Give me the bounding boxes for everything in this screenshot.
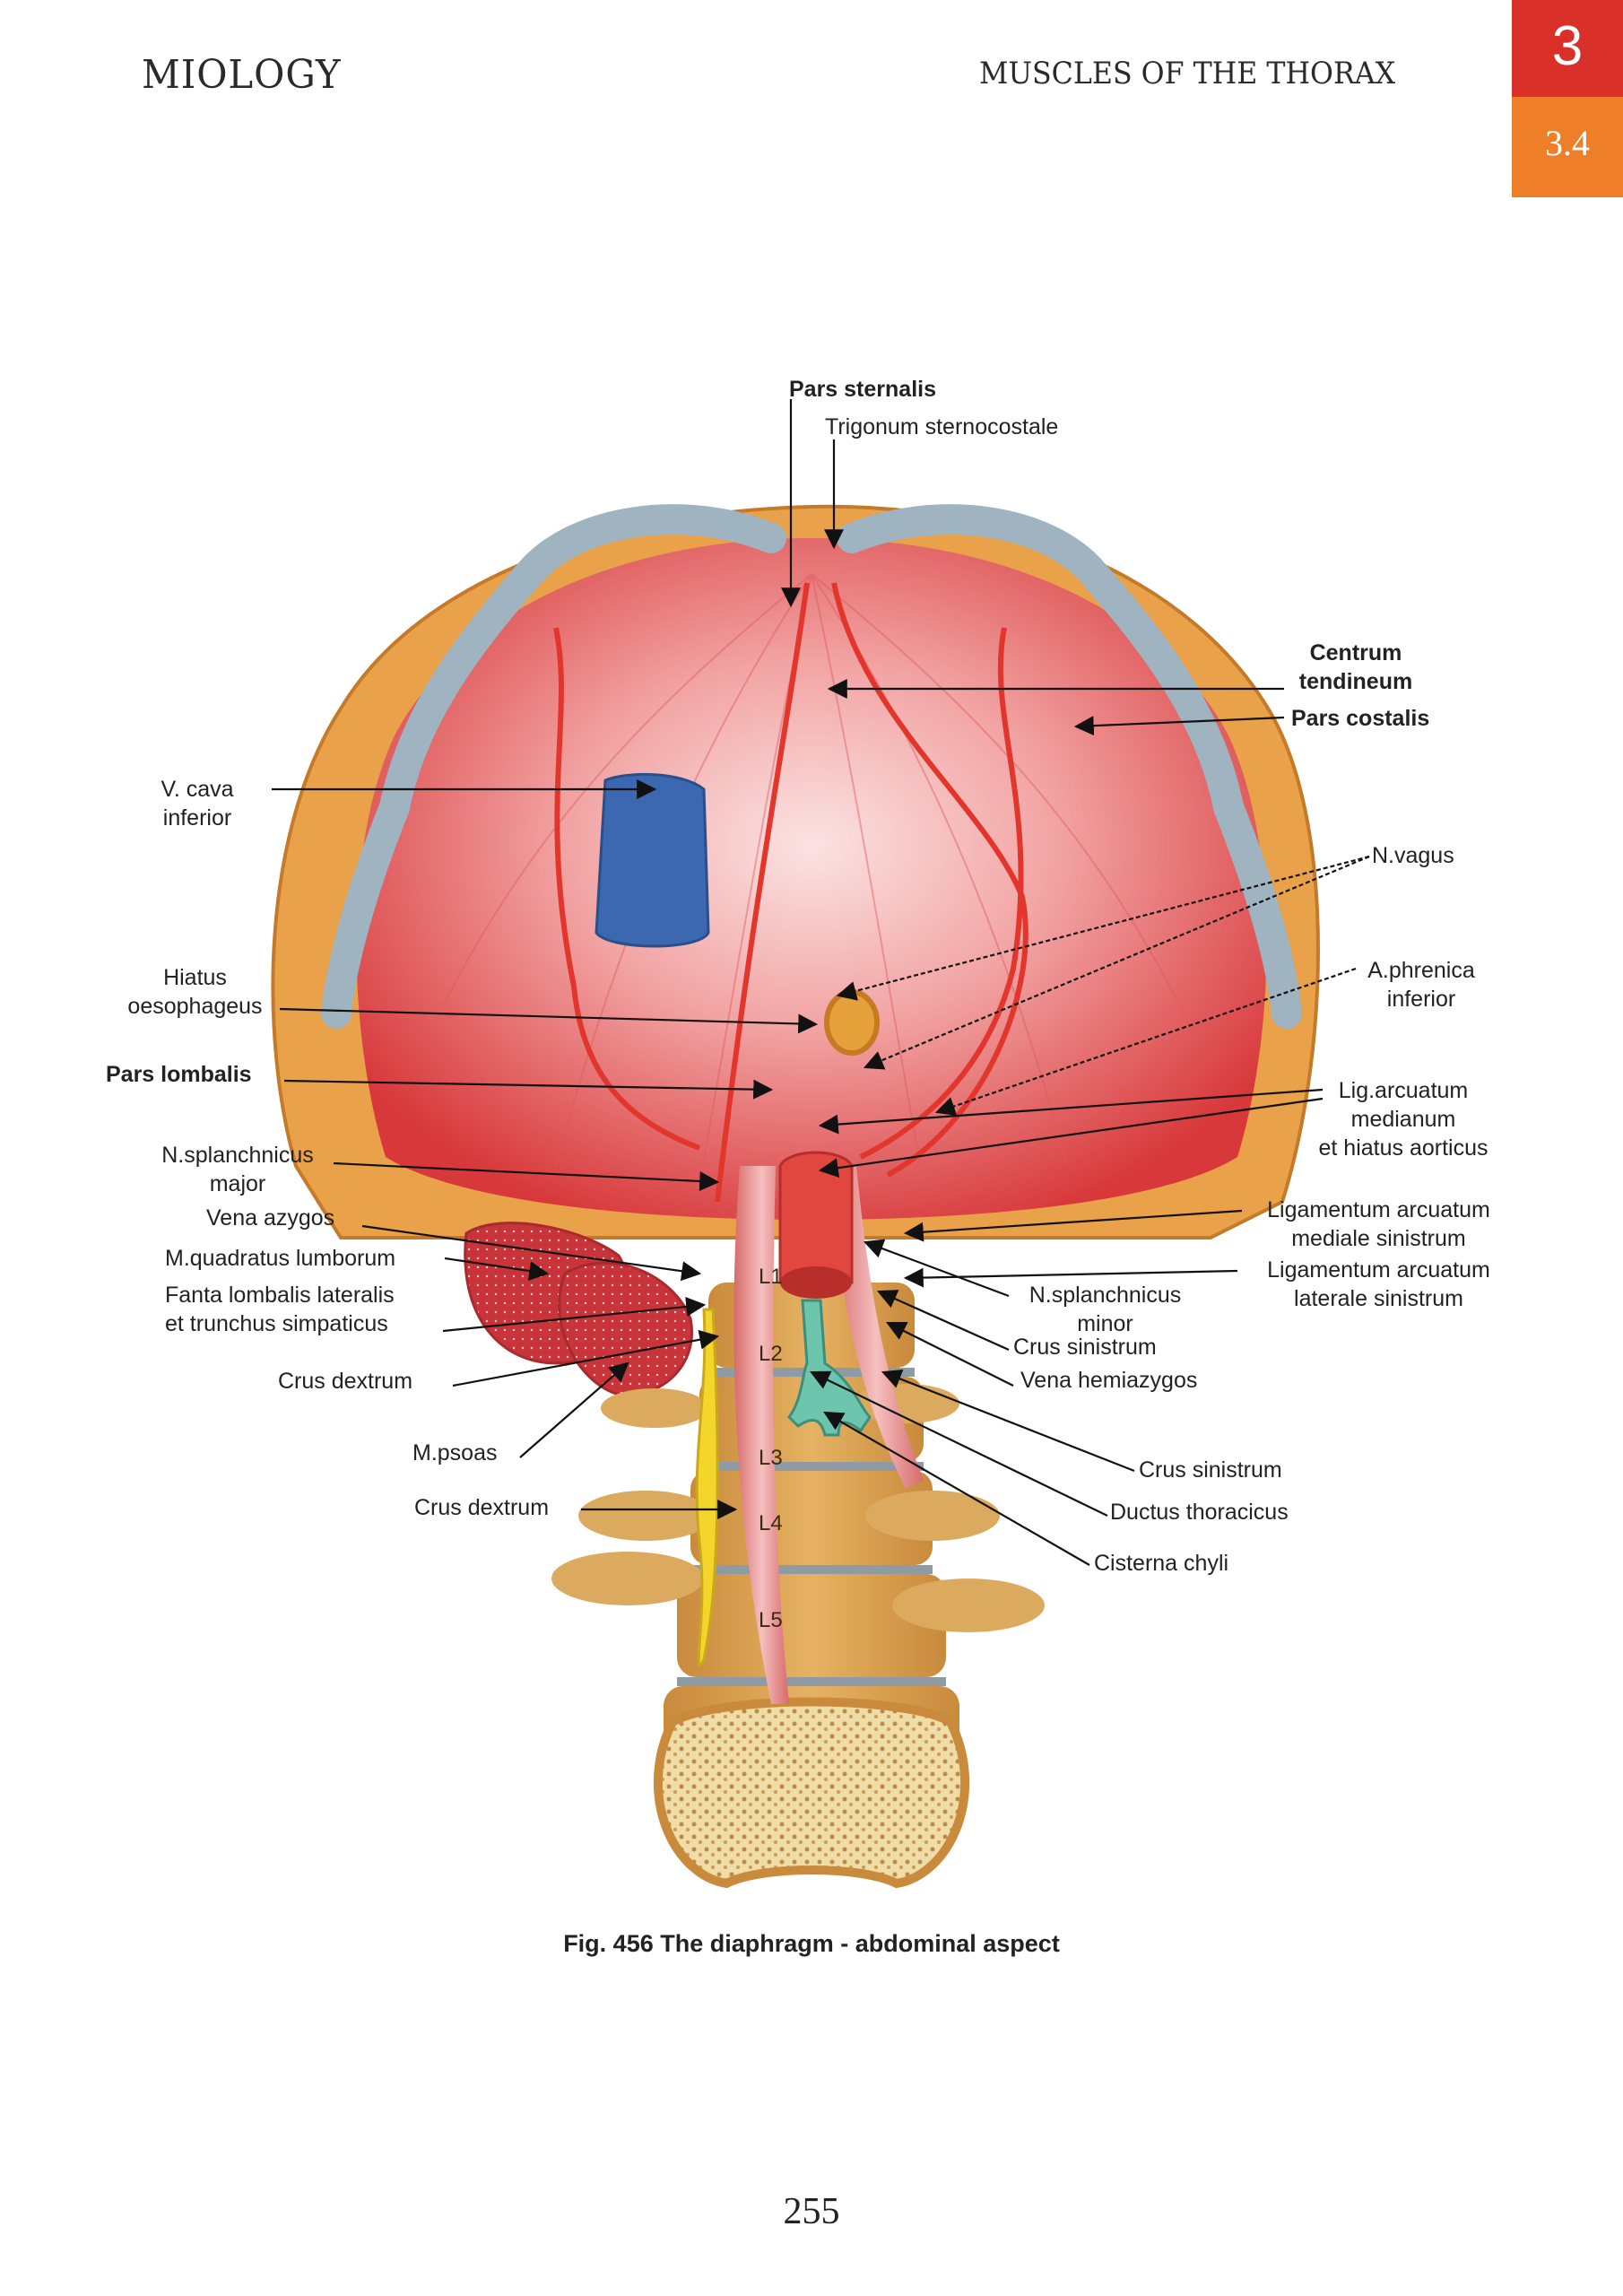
label-line: et hiatus aorticus <box>1318 1135 1488 1161</box>
crus-dextrum <box>733 1166 789 1704</box>
page-number: 255 <box>783 2191 840 2232</box>
diaphragm-dome <box>356 538 1267 1220</box>
label-line: medianum <box>1350 1107 1456 1132</box>
running-header-left: MIOLOGY <box>142 52 342 98</box>
label-ductus-thoracicus: Ductus thoracicus <box>1110 1500 1289 1525</box>
label-n-vagus: N.vagus <box>1372 843 1454 868</box>
label-pars-sternalis: Pars sternalis <box>789 377 936 402</box>
label-line: V. cava <box>161 777 234 802</box>
label-line: tendineum <box>1298 669 1413 694</box>
label-lig-arcuatum-medianum: Lig.arcuatum medianum et hiatus aorticus <box>1300 1076 1506 1162</box>
chapter-tab: 3 <box>1512 0 1623 97</box>
label-line: minor <box>1077 1311 1133 1336</box>
label-lig-arcuatum-laterale-sinistrum: Ligamentum arcuatum laterale sinistrum <box>1242 1256 1515 1313</box>
label-line: Ligamentum arcuatum <box>1267 1257 1490 1283</box>
label-line: Centrum <box>1309 640 1402 665</box>
label-n-splanchnicus-minor: N.splanchnicus minor <box>1009 1281 1202 1338</box>
label-fanta-lombalis: Fanta lombalis lateralis et trunchus sim… <box>165 1281 395 1338</box>
label-line: inferior <box>162 805 232 831</box>
label-pars-costalis: Pars costalis <box>1291 706 1430 731</box>
label-line: inferior <box>1386 987 1456 1012</box>
label-pars-lombalis: Pars lombalis <box>106 1062 252 1087</box>
vena-cava-inferior <box>595 773 710 948</box>
label-vena-hemiazygos: Vena hemiazygos <box>1020 1368 1198 1393</box>
costal-cartilage <box>321 504 1302 1029</box>
label-line: Hiatus <box>163 965 227 990</box>
label-crus-sinistrum: Crus sinistrum <box>1013 1335 1157 1360</box>
figure-caption: Fig. 456 The diaphragm - abdominal aspec… <box>563 1930 1060 1957</box>
oesophageal-hiatus <box>824 989 880 1056</box>
running-header-right: MUSCLES OF THE THORAX <box>979 56 1396 91</box>
aorta <box>778 1151 854 1299</box>
label-line: major <box>209 1171 266 1196</box>
label-v-cava-inferior: V. cava inferior <box>143 775 251 832</box>
label-crus-sinistrum-lower: Crus sinistrum <box>1139 1457 1282 1483</box>
label-vena-azygos: Vena azygos <box>206 1205 335 1231</box>
label-a-phrenica-inferior: A.phrenica inferior <box>1354 956 1488 1013</box>
label-line: et trunchus simpaticus <box>165 1311 388 1336</box>
label-cisterna-chyli: Cisterna chyli <box>1094 1551 1229 1576</box>
leader-lines <box>272 399 1370 1566</box>
label-line: laterale sinistrum <box>1294 1286 1463 1311</box>
label-m-psoas: M.psoas <box>412 1440 498 1465</box>
label-line: Lig.arcuatum <box>1338 1078 1469 1103</box>
label-line: Ligamentum arcuatum <box>1267 1197 1490 1222</box>
label-line: Fanta lombalis lateralis <box>165 1283 395 1308</box>
label-line: oesophageus <box>127 994 263 1019</box>
label-crus-dextrum: Crus dextrum <box>278 1369 413 1394</box>
vertebra-label: L4 <box>759 1511 783 1535</box>
vertebra-label: L3 <box>759 1446 783 1470</box>
vertebra-label: L1 <box>759 1265 783 1289</box>
label-crus-dextrum-lower: Crus dextrum <box>414 1495 550 1520</box>
label-line: A.phrenica <box>1367 958 1475 983</box>
label-centrum-tendineum: Centrum tendineum <box>1284 639 1428 696</box>
label-hiatus-oesophageus: Hiatus oesophageus <box>108 963 282 1021</box>
cisterna-chyli <box>787 1299 872 1437</box>
vertebra-label: L2 <box>759 1342 783 1366</box>
label-trigonum-sternocostale: Trigonum sternocostale <box>825 414 1059 439</box>
label-lig-arcuatum-mediale-sinistrum: Ligamentum arcuatum mediale sinistrum <box>1242 1196 1515 1253</box>
section-tab: 3.4 <box>1512 97 1623 197</box>
vertebra-label: L5 <box>759 1608 783 1632</box>
label-m-quadratus-lumborum: M.quadratus lumborum <box>165 1246 396 1271</box>
sympathetic-trunk <box>695 1308 719 1666</box>
label-n-splanchnicus-major: N.splanchnicus major <box>143 1141 332 1198</box>
label-line: N.splanchnicus <box>1028 1283 1182 1308</box>
label-line: mediale sinistrum <box>1291 1226 1466 1251</box>
label-line: N.splanchnicus <box>161 1143 314 1168</box>
